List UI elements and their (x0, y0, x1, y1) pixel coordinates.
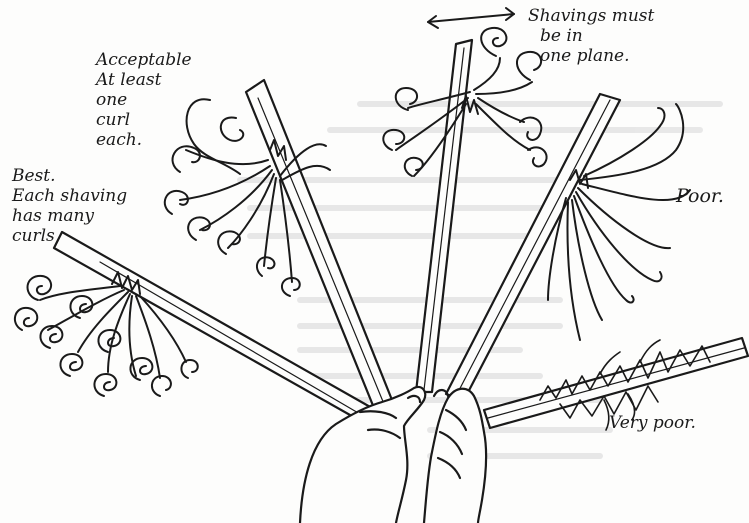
label-plane-line-1: Shavings must (528, 6, 654, 26)
label-plane-line-2: be in (528, 26, 654, 46)
plane-direction-arrow (428, 8, 514, 28)
label-acceptable-line-2: At least (96, 70, 192, 90)
label-acceptable-line-1: Acceptable (96, 50, 192, 70)
label-best-line-2: Each shaving (12, 186, 127, 206)
label-best-line-1: Best. (12, 166, 127, 186)
label-best-line-4: curls (12, 226, 127, 246)
shavings-poor (548, 104, 690, 340)
holding-hands (300, 387, 486, 523)
bleed-through-texture (240, 104, 720, 456)
label-best: Best. Each shaving has many curls (12, 166, 127, 246)
label-acceptable: Acceptable At least one curl each. (96, 50, 192, 150)
shavings-best-many-curls (15, 272, 198, 396)
label-acceptable-line-5: each. (96, 130, 192, 150)
label-very-poor: Very poor. (609, 413, 696, 433)
label-poor: Poor. (676, 186, 724, 206)
label-acceptable-line-4: curl (96, 110, 192, 130)
label-acceptable-line-3: one (96, 90, 192, 110)
label-plane-line-3: one plane. (528, 46, 654, 66)
label-best-line-3: has many (12, 206, 127, 226)
label-shavings-one-plane: Shavings must be in one plane. (528, 6, 654, 66)
